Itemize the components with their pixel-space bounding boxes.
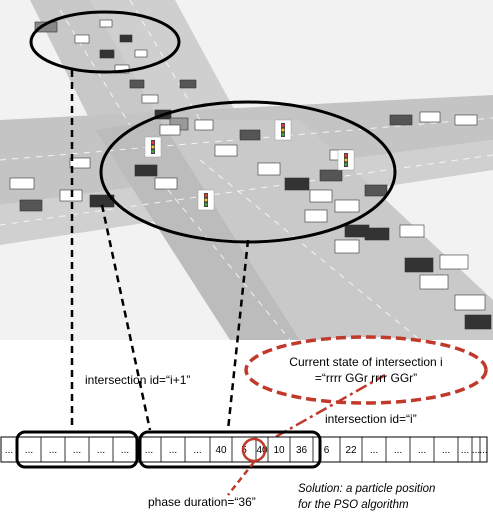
vector-cell-value: ... — [418, 445, 426, 456]
selected-phase-circle — [241, 437, 267, 463]
vector-cell-value: ... — [479, 445, 487, 456]
solution-caption-line2: for the PSO algorithm — [298, 499, 409, 511]
vehicles — [9, 19, 492, 330]
vector-cell-value: ... — [145, 445, 153, 456]
solution-caption-line1: Solution: a particle position — [298, 483, 435, 495]
vector-cell-value: ... — [5, 445, 13, 456]
vector-cell-value: 6 — [324, 445, 330, 456]
vector-cell-value: ... — [73, 445, 81, 456]
current-state-title: Current state of intersection i — [289, 355, 442, 369]
vector-cell-value: ... — [49, 445, 57, 456]
intersection-next-group — [15, 430, 139, 469]
intersection-current-group — [138, 430, 322, 469]
current-state-ellipse — [244, 335, 488, 405]
vector-cell-value: ... — [121, 445, 129, 456]
intersection-next-label: intersection id=“i+1” — [85, 373, 190, 387]
vector-cell-value: ... — [25, 445, 33, 456]
vector-cell-value: ... — [394, 445, 402, 456]
connector-lines — [70, 70, 250, 431]
vector-cell-value: ... — [169, 445, 177, 456]
vector-cell-value: ... — [442, 445, 450, 456]
phase-duration-pointer — [227, 461, 255, 496]
current-state-value: =“rrrr GGr rrrr GGr” — [315, 371, 417, 385]
vector-cell-value: 22 — [345, 445, 357, 456]
phase-duration-label: phase duration=“36” — [148, 495, 256, 509]
state-connector-line — [255, 373, 386, 450]
intersection-next-ellipse — [29, 10, 181, 74]
vector-cell-value: 10 — [273, 445, 285, 456]
vector-cell-value: 40 — [256, 445, 268, 456]
intersection-current-label: intersection id=“i” — [325, 412, 417, 426]
vector-cell-value: ... — [461, 445, 469, 456]
vector-cell-value: 36 — [296, 445, 308, 456]
traffic-light-icons — [144, 119, 355, 211]
traffic-scene-illustration — [0, 0, 493, 341]
vector-cell-value: ... — [193, 445, 201, 456]
vector-cell-value: ... — [97, 445, 105, 456]
vector-cell-value: 40 — [215, 445, 227, 456]
vector-cell-value: ... — [472, 445, 480, 456]
vector-cell-value: ... — [370, 445, 378, 456]
